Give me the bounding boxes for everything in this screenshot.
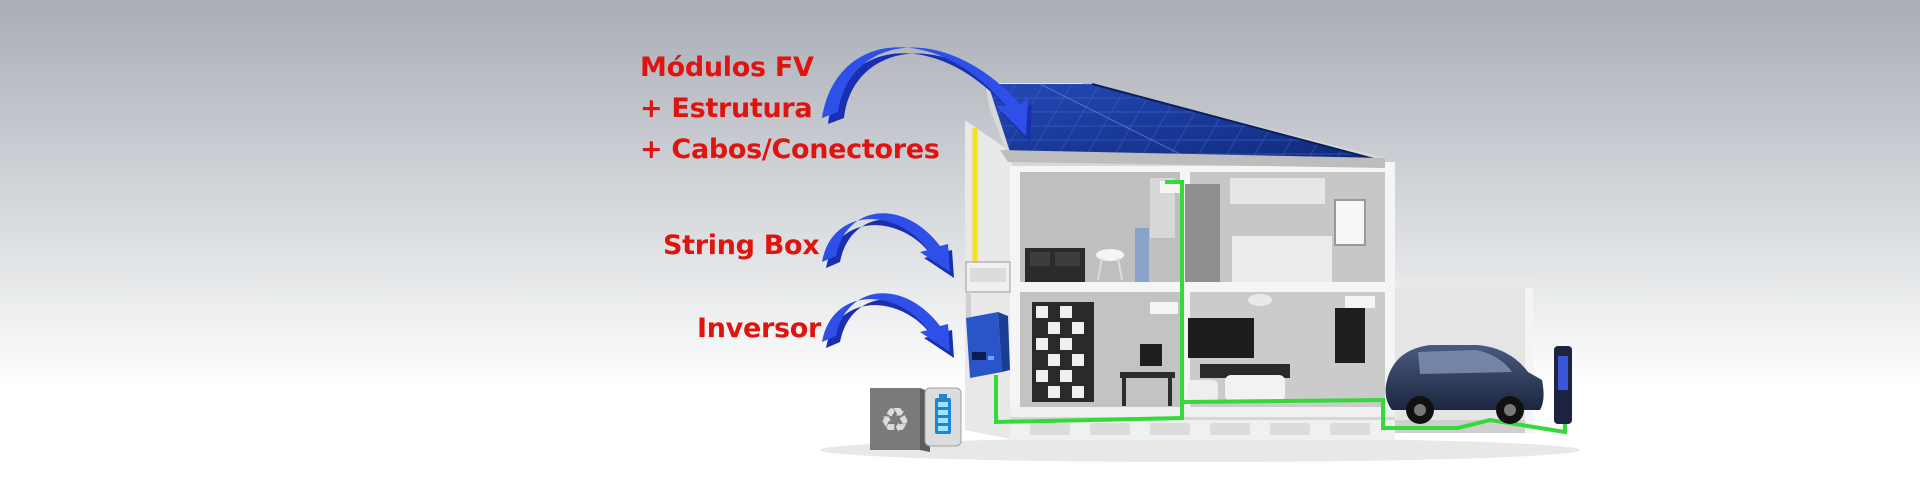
label-string-box: String Box: [663, 230, 820, 261]
recycle-icon: ♻: [880, 401, 910, 441]
label-pv-modules-line3: + Cabos/Conectores: [640, 134, 940, 165]
arrow-to-string-box: [822, 213, 954, 278]
label-inverter: Inversor: [697, 313, 822, 344]
lower-left-furniture: [1032, 302, 1178, 406]
battery-icon: [935, 394, 951, 434]
electric-car: [1385, 345, 1544, 424]
label-pv-modules-line1: Módulos FV: [640, 52, 814, 83]
battery-unit: [924, 387, 962, 447]
roof: [985, 83, 1385, 168]
upper-right-furniture: [1160, 178, 1366, 282]
inverter: [966, 312, 1010, 378]
ac-cable-garage: [1182, 397, 1567, 435]
label-pv-modules-line2: + Estrutura: [640, 93, 813, 124]
string-box: [965, 261, 1011, 320]
lower-right-furniture: [1188, 294, 1375, 402]
recycling-unit: ♻: [870, 388, 930, 452]
arrow-to-modules: [822, 47, 1032, 142]
label-pv-modules: Módulos FV + Estrutura + Cabos/Conectore…: [640, 47, 940, 170]
ground-shadow: [820, 438, 1580, 462]
arrow-to-inverter: [822, 293, 954, 358]
ev-charger: [1554, 346, 1572, 424]
ac-cable: [994, 180, 1184, 425]
